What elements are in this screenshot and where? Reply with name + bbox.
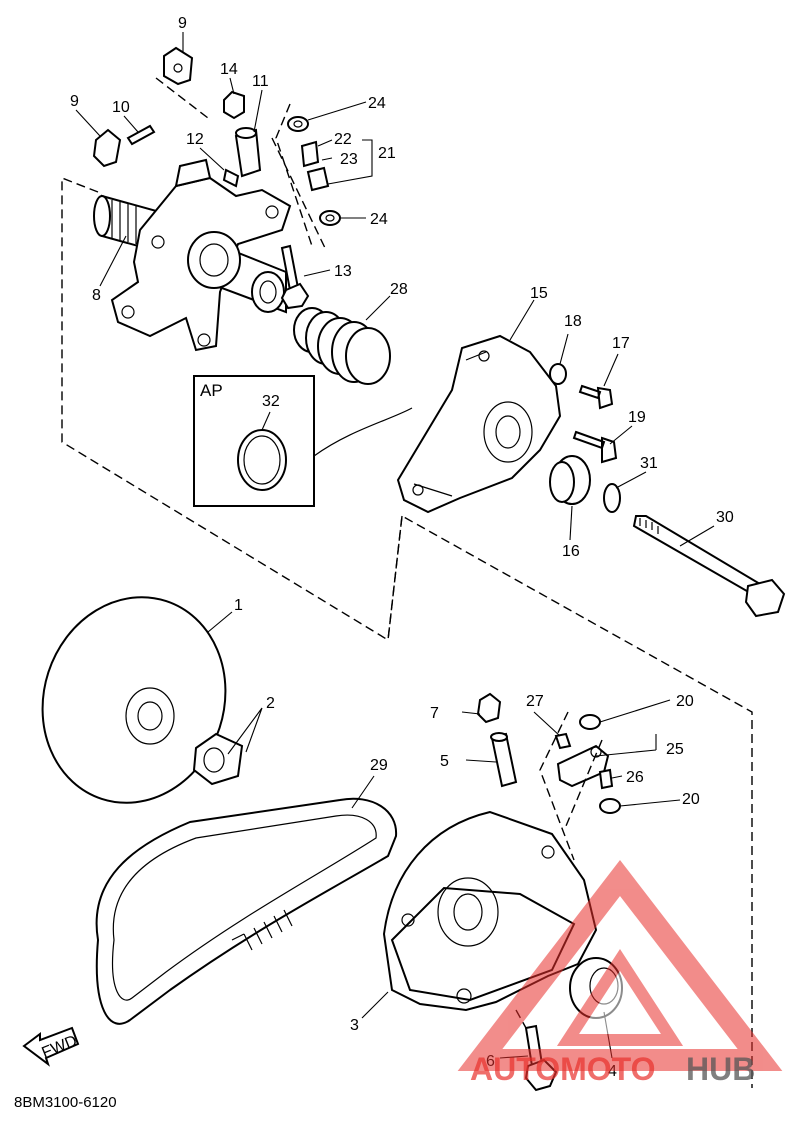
callout-25: 25 bbox=[666, 741, 684, 758]
watermark-text: AUTOMOTO HUB bbox=[470, 1051, 755, 1087]
nut-14-part bbox=[223, 90, 245, 120]
callout-30: 30 bbox=[716, 509, 734, 526]
callout-10: 10 bbox=[112, 99, 130, 116]
bolt-30-part bbox=[632, 515, 762, 596]
roller-26-part bbox=[598, 768, 614, 790]
callout-24-bottom: 24 bbox=[370, 211, 388, 228]
leader-lines bbox=[75, 32, 715, 1059]
secondary-sheave-part bbox=[382, 810, 598, 1012]
callout-20-bottom: 20 bbox=[682, 791, 700, 808]
callout-7: 7 bbox=[430, 705, 439, 722]
washer-20b-part bbox=[599, 798, 621, 814]
diagram-code: 8BM3100-6120 bbox=[14, 1094, 117, 1111]
bushing-2-part bbox=[192, 732, 244, 786]
callout-labels: 9 14 11 9 10 24 12 22 21 23 24 13 8 28 1… bbox=[70, 15, 734, 1080]
forward-arrow-icon: FWD bbox=[22, 1026, 80, 1067]
callout-13: 13 bbox=[334, 263, 352, 280]
spring-part bbox=[293, 307, 391, 385]
upper-frame-outline bbox=[61, 176, 753, 1088]
inset-label-ap: AP bbox=[200, 381, 223, 400]
weight-22-part bbox=[300, 140, 320, 168]
watermark-text-red: AUTOMOTO bbox=[470, 1051, 655, 1087]
callout-20-top: 20 bbox=[676, 693, 694, 710]
cover-part bbox=[396, 334, 562, 514]
watermark-logo bbox=[457, 859, 783, 1071]
callout-9-left: 9 bbox=[70, 93, 79, 110]
bolt-17-part bbox=[578, 384, 614, 410]
ring-32-part bbox=[237, 429, 287, 491]
callout-15: 15 bbox=[530, 285, 548, 302]
callout-2: 2 bbox=[266, 695, 275, 712]
weight-23-part bbox=[306, 166, 330, 192]
callout-23: 23 bbox=[340, 151, 358, 168]
bushing-31-part bbox=[603, 483, 621, 513]
callout-9-top: 9 bbox=[178, 15, 187, 32]
callout-24-top: 24 bbox=[368, 95, 386, 112]
washer-20a-part bbox=[579, 714, 601, 730]
pin-part bbox=[126, 124, 156, 146]
callout-12: 12 bbox=[186, 131, 204, 148]
nut-7-part bbox=[476, 692, 502, 724]
lower-frame-outline bbox=[387, 515, 403, 641]
washer-24a-part bbox=[287, 116, 309, 132]
cap-part bbox=[222, 168, 240, 188]
callout-4: 4 bbox=[608, 1063, 617, 1080]
washer-24b-part bbox=[319, 210, 341, 226]
callout-3: 3 bbox=[350, 1017, 359, 1034]
collar-5-part bbox=[490, 732, 518, 788]
watermark-text-gray: HUB bbox=[686, 1051, 755, 1087]
callout-32: 32 bbox=[262, 393, 280, 410]
bolt-19-part bbox=[572, 430, 618, 464]
fixed-sheave-hub bbox=[93, 158, 292, 352]
callout-22: 22 bbox=[334, 131, 352, 148]
callout-26: 26 bbox=[626, 769, 644, 786]
slider-upper-part bbox=[163, 46, 194, 86]
callout-17: 17 bbox=[612, 335, 630, 352]
pin-27-part bbox=[554, 732, 572, 750]
callout-5: 5 bbox=[440, 753, 449, 770]
callout-29: 29 bbox=[370, 757, 388, 774]
callout-16: 16 bbox=[562, 543, 580, 560]
callout-1: 1 bbox=[234, 597, 243, 614]
slider-left-part bbox=[92, 128, 122, 168]
callout-19: 19 bbox=[628, 409, 646, 426]
callout-14: 14 bbox=[220, 61, 238, 78]
callout-31: 31 bbox=[640, 455, 658, 472]
callout-18: 18 bbox=[564, 313, 582, 330]
callout-11: 11 bbox=[252, 73, 269, 90]
callout-28: 28 bbox=[390, 281, 408, 298]
washer-18-part bbox=[549, 363, 567, 385]
callout-8: 8 bbox=[92, 287, 101, 304]
callout-27: 27 bbox=[526, 693, 544, 710]
drive-belt-part bbox=[95, 797, 398, 1025]
callout-21: 21 bbox=[378, 145, 396, 162]
sliding-sheave-part bbox=[41, 596, 227, 804]
